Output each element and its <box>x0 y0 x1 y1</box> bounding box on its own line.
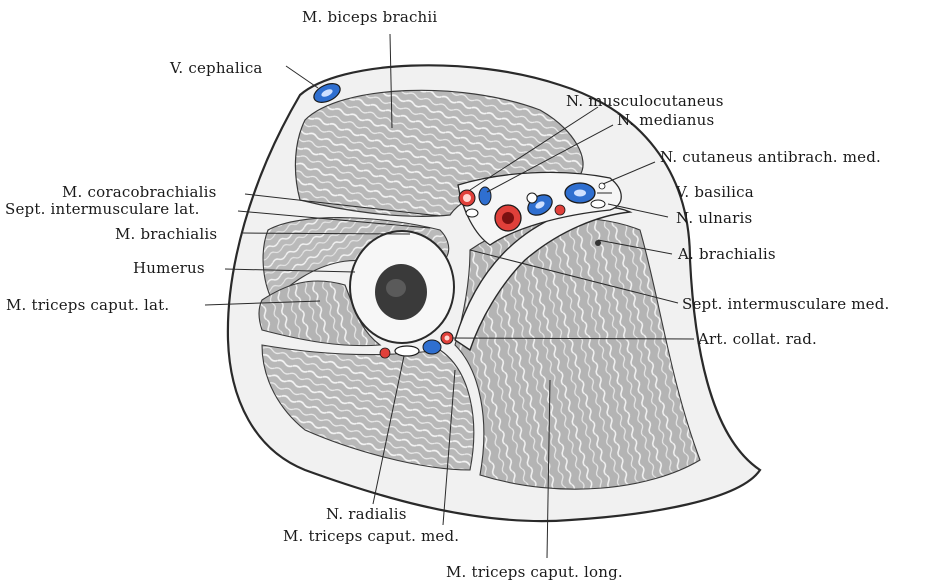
label-brachialis: M. brachialis <box>115 225 217 243</box>
label-sept-lat: Sept. intermusculare lat. <box>5 200 200 218</box>
nerve-radialis <box>395 346 419 356</box>
nerve-ulnaris <box>591 200 605 208</box>
label-humerus: Humerus <box>133 259 205 277</box>
vena-collat <box>423 340 441 354</box>
label-cephalica: V. cephalica <box>170 59 263 77</box>
vein-small <box>479 187 491 205</box>
label-ulnaris: N. ulnaris <box>676 209 752 227</box>
label-medianus: N. medianus <box>617 111 714 129</box>
label-biceps: M. biceps brachii <box>302 8 437 26</box>
label-musculocutaneus: N. musculocutaneus <box>566 92 724 110</box>
label-art-collat: Art. collat. rad. <box>698 330 817 348</box>
label-triceps-long: M. triceps caput. long. <box>446 563 623 581</box>
label-sept-med: Sept. intermusculare med. <box>682 295 890 313</box>
label-coracobrachialis: M. coracobrachialis <box>62 183 216 201</box>
label-cutaneus: N. cutaneus antibrach. med. <box>660 148 881 166</box>
nerve-medianus <box>527 193 537 203</box>
label-triceps-med: M. triceps caput. med. <box>283 527 459 545</box>
label-a-brachialis: A. brachialis <box>678 245 776 263</box>
artery-collat-rad-left <box>380 348 390 358</box>
label-triceps-lat: M. triceps caput. lat. <box>6 296 169 314</box>
label-basilica: V. basilica <box>676 183 754 201</box>
label-radialis: N. radialis <box>326 505 407 523</box>
